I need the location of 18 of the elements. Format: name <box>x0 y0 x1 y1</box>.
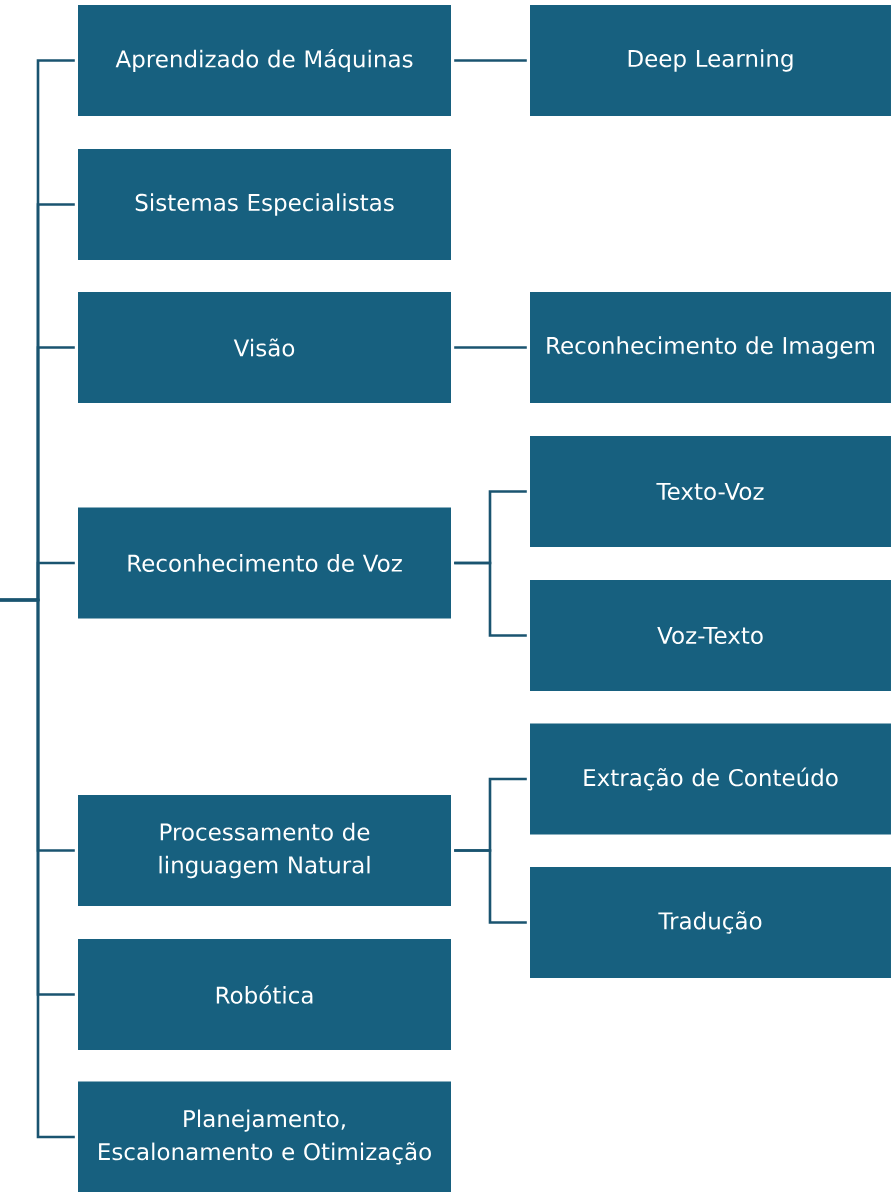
category-box: Reconhecimento de Voz <box>78 507 451 619</box>
category-box: Visão <box>78 292 451 403</box>
category-box: Planejamento, Escalonamento e Otimização <box>78 1081 451 1192</box>
category-box: Deep Learning <box>530 5 891 116</box>
category-box: Voz-Texto <box>530 580 891 691</box>
category-box: Sistemas Especialistas <box>78 149 451 260</box>
category-box: Extração de Conteúdo <box>530 723 891 835</box>
connector-line <box>0 598 75 1139</box>
connector-line <box>454 59 527 62</box>
category-box: Texto-Voz <box>530 436 891 547</box>
category-box: Reconhecimento de Imagem <box>530 292 891 403</box>
category-box: Robótica <box>78 939 451 1050</box>
connector-line <box>454 346 527 349</box>
connector-line <box>454 849 527 924</box>
category-box: Aprendizado de Máquinas <box>78 5 451 116</box>
category-box: Processamento de linguagem Natural <box>78 795 451 906</box>
category-box: Tradução <box>530 867 891 978</box>
connector-line <box>454 561 527 637</box>
